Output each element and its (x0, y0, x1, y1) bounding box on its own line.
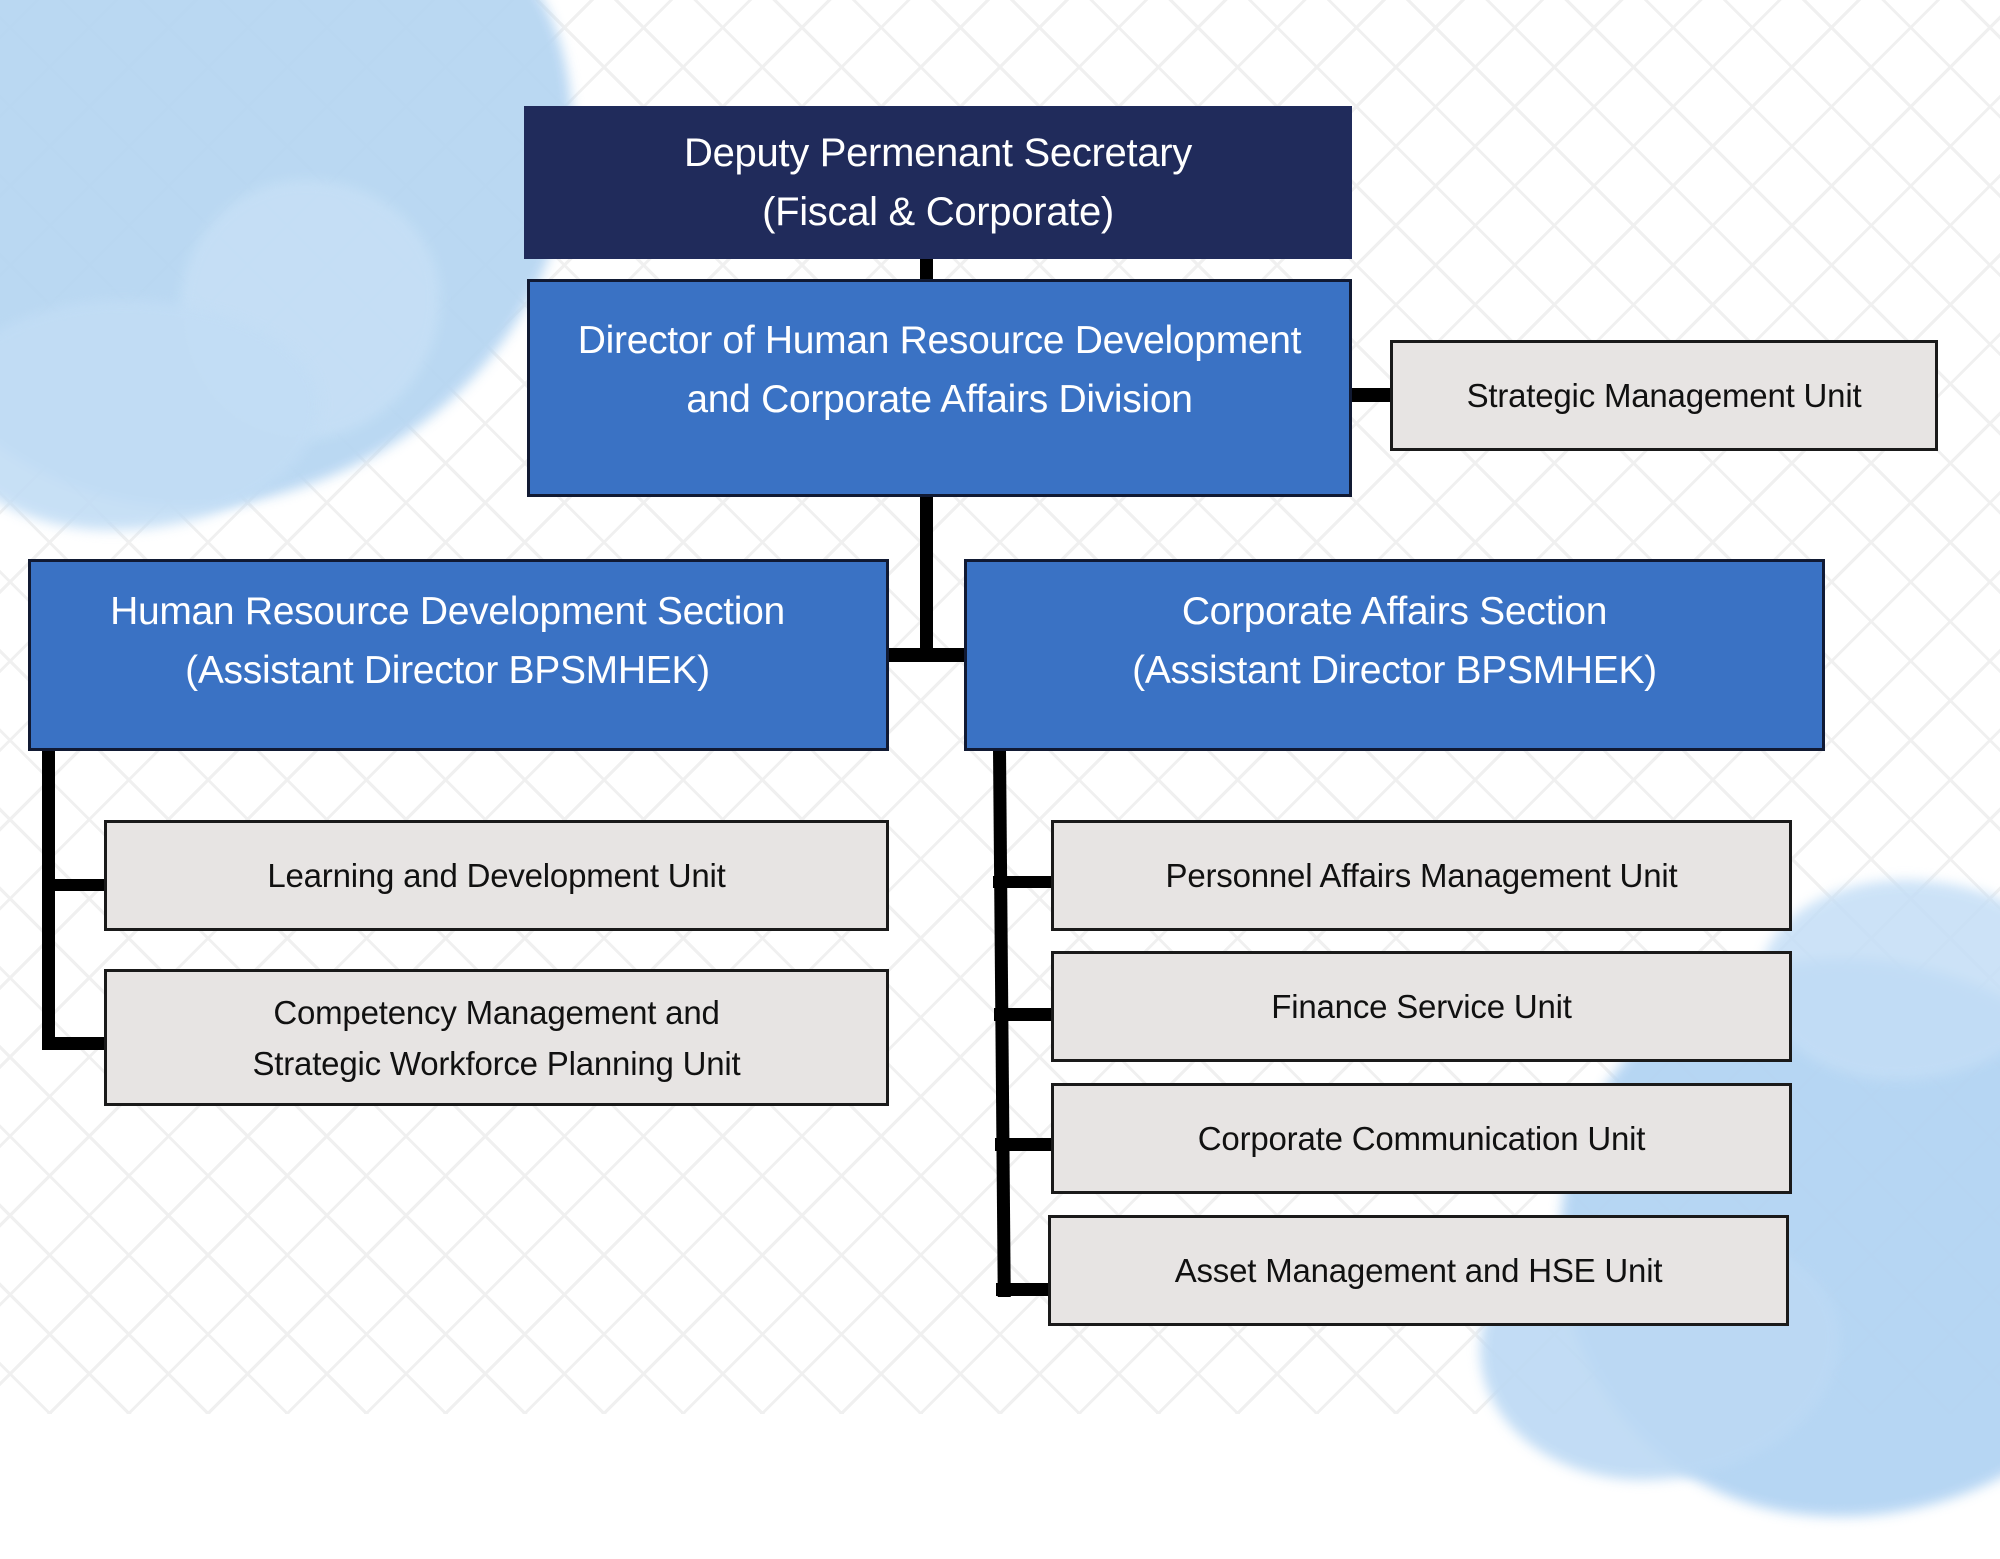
watercolor-wash-bottom-right (1760, 880, 2000, 1080)
box-title: Deputy Permenant Secretary (683, 130, 1192, 175)
hrd-section-box: Human Resource Development Section (Assi… (28, 559, 889, 751)
connector-corp-unit-3 (995, 1138, 1052, 1151)
box-title: Asset Management and HSE Unit (1174, 1252, 1663, 1289)
box-subtitle: Strategic Workforce Planning Unit (252, 1044, 741, 1082)
connector-director-to-sections (920, 497, 933, 659)
connector-hrd-vertical (42, 750, 55, 1050)
deputy-permanent-secretary-box: Deputy Permenant Secretary (Fiscal & Cor… (524, 106, 1352, 259)
corporate-communication-unit-box: Corporate Communication Unit (1051, 1083, 1792, 1194)
box-title: Corporate Communication Unit (1197, 1120, 1646, 1157)
personnel-affairs-unit-box: Personnel Affairs Management Unit (1051, 820, 1792, 931)
connector-top-to-director (920, 259, 933, 281)
box-title: Strategic Management Unit (1466, 377, 1862, 414)
connector-director-to-strategic (1351, 388, 1391, 402)
box-subtitle: (Assistant Director BPSMHEK) (1132, 649, 1657, 692)
corporate-affairs-section-box: Corporate Affairs Section (Assistant Dir… (964, 559, 1825, 751)
connector-hrd-unit-2 (42, 1037, 105, 1050)
box-title: Learning and Development Unit (267, 857, 726, 894)
connector-corp-unit-1 (993, 876, 1052, 888)
learning-development-unit-box: Learning and Development Unit (104, 820, 889, 931)
box-title: Personnel Affairs Management Unit (1165, 857, 1678, 894)
director-box: Director of Human Resource Development a… (527, 279, 1352, 497)
connector-hrd-unit-1 (42, 879, 105, 891)
box-subtitle: (Assistant Director BPSMHEK) (185, 649, 710, 692)
box-title: Competency Management and (273, 993, 720, 1031)
connector-corp-unit-2 (994, 1008, 1052, 1021)
box-subtitle: and Corporate Affairs Division (686, 378, 1193, 421)
box-title: Director of Human Resource Development (577, 319, 1302, 362)
asset-management-hse-unit-box: Asset Management and HSE Unit (1048, 1215, 1789, 1326)
box-title: Corporate Affairs Section (1181, 590, 1608, 633)
competency-management-unit-box: Competency Management and Strategic Work… (104, 969, 889, 1106)
finance-service-unit-box: Finance Service Unit (1051, 951, 1792, 1062)
connector-corp-unit-4 (996, 1283, 1049, 1296)
strategic-management-unit-box: Strategic Management Unit (1390, 340, 1938, 451)
connector-sections-horizontal (889, 648, 965, 662)
box-subtitle: (Fiscal & Corporate) (762, 189, 1114, 234)
box-title: Finance Service Unit (1271, 988, 1572, 1025)
box-title: Human Resource Development Section (110, 590, 785, 633)
